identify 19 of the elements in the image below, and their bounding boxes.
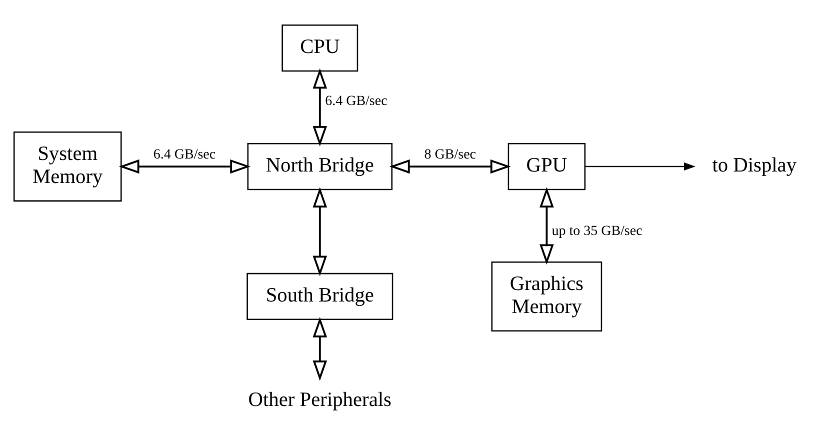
node-text: to Display: [712, 154, 796, 176]
arrow: [539, 186, 554, 264]
edge-label: 8 GB/sec: [424, 147, 476, 162]
node-text: Other Peripherals: [248, 388, 391, 410]
arrow: [388, 158, 510, 174]
arrow: [312, 316, 327, 380]
node-box: South Bridge: [246, 272, 393, 320]
node-box: Graphics Memory: [490, 260, 602, 332]
node-box: CPU: [281, 24, 358, 72]
edge-label: up to 35 GB/sec: [551, 224, 642, 239]
edge-label: 6.4 GB/sec: [324, 94, 387, 109]
arrow: [584, 162, 696, 170]
node-box: GPU: [507, 142, 586, 190]
arrow: [118, 158, 250, 174]
node-box: North Bridge: [246, 142, 392, 190]
arrow: [312, 68, 327, 146]
node-box: System Memory: [12, 130, 122, 202]
arrow: [312, 186, 327, 276]
edge-label: 6.4 GB/sec: [152, 147, 216, 162]
